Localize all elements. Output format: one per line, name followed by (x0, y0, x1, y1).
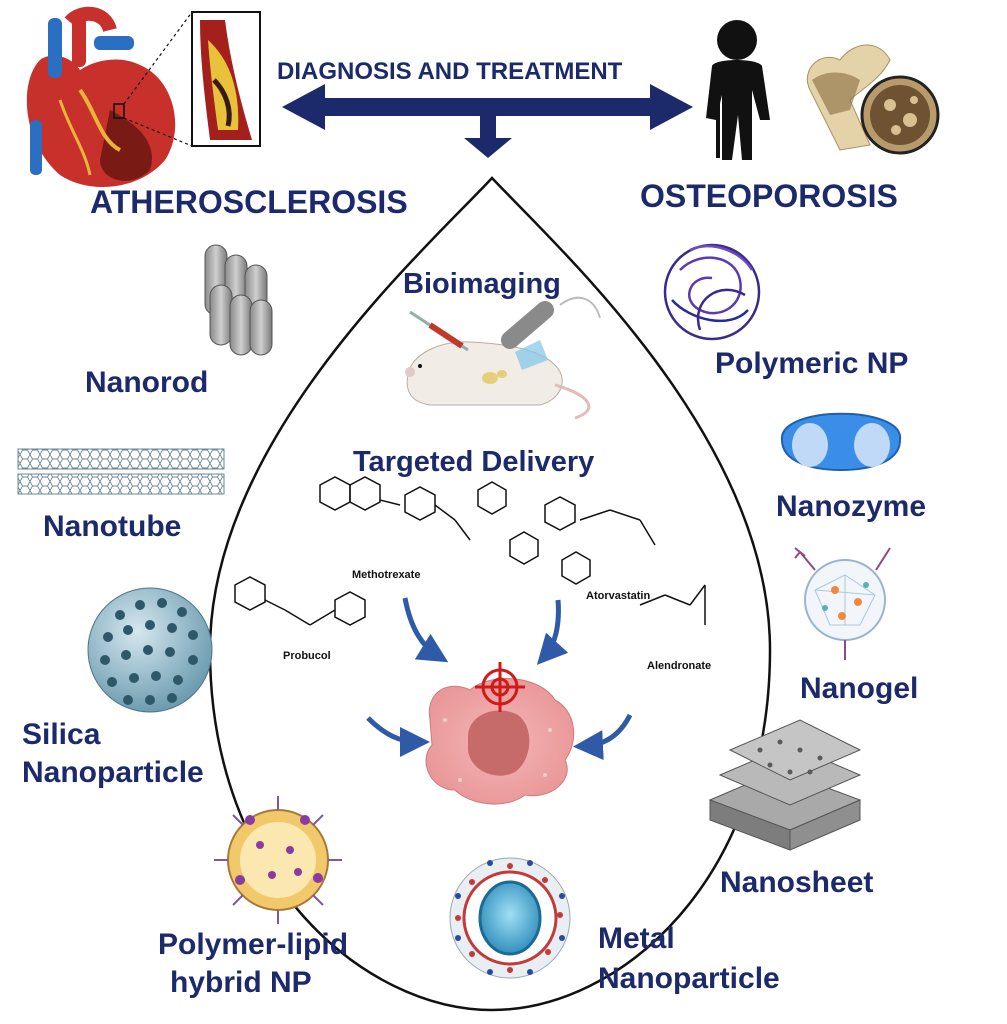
nanorod-label: Nanorod (85, 366, 209, 399)
target-cell-icon (425, 662, 575, 805)
polymer-lipid-label-line1: Polymer-lipid (158, 928, 349, 961)
nanosheet-icon (708, 719, 862, 851)
mouse-imaging-icon (405, 296, 601, 420)
nanozyme-icon (780, 412, 902, 472)
metal-nanoparticle-icon (449, 857, 571, 979)
metal-label-line2: Nanoparticle (598, 962, 780, 995)
bioimaging-label: Bioimaging (403, 268, 561, 300)
drug-label-atorvastatin: Atorvastatin (586, 590, 651, 602)
chemical-structures (234, 476, 706, 626)
nanorod-icon (204, 244, 273, 356)
nanogel-label: Nanogel (800, 672, 919, 705)
heart-icon (26, 6, 176, 188)
nanotube-icon (17, 448, 225, 495)
targeted-delivery-label: Targeted Delivery (353, 446, 595, 478)
elderly-person-icon (706, 20, 770, 160)
polymeric-np-icon (663, 243, 761, 341)
diagnosis-arrow (282, 84, 693, 158)
silica-nanoparticle-icon (87, 587, 213, 713)
polymeric-np-label: Polymeric NP (715, 347, 909, 380)
nanotube-label: Nanotube (43, 510, 182, 543)
drug-label-alendronate: Alendronate (647, 660, 712, 672)
nanogel-icon (794, 547, 891, 660)
polymer-lipid-label-line2: hybrid NP (170, 966, 312, 999)
silica-label-line1: Silica (22, 718, 101, 751)
drug-label-probucol: Probucol (283, 650, 331, 662)
atherosclerosis-label: ATHEROSCLEROSIS (90, 184, 408, 220)
drug-arrows (366, 597, 633, 761)
drug-label-methotrexate: Methotrexate (352, 569, 421, 581)
osteoporosis-label: OSTEOPOROSIS (640, 178, 898, 214)
polymer-lipid-np-icon (214, 796, 342, 924)
metal-label-line1: Metal (598, 922, 675, 955)
silica-label-line2: Nanoparticle (22, 756, 204, 789)
nanozyme-label: Nanozyme (776, 490, 927, 523)
diagnosis-treatment-title: DIAGNOSIS AND TREATMENT (277, 58, 623, 85)
artery-plaque-icon (191, 11, 261, 147)
droplet-outline (208, 176, 772, 1012)
bone-icon (806, 44, 940, 155)
nanosheet-label: Nanosheet (720, 866, 874, 899)
